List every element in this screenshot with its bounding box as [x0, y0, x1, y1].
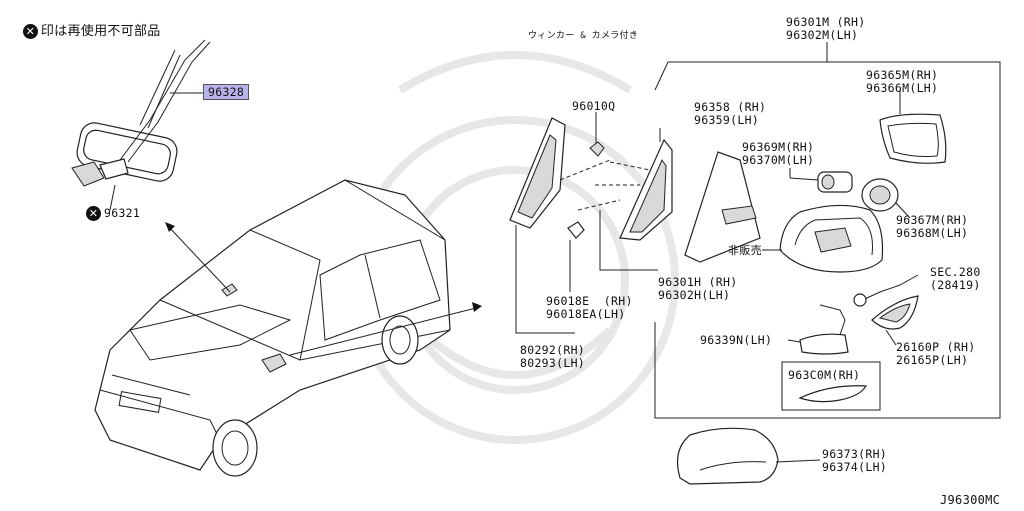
- part-label-963C0M[interactable]: 963C0M(RH): [788, 368, 861, 382]
- x-circle-icon: ✕: [86, 206, 101, 221]
- turn-signal-lamp: [871, 295, 919, 330]
- mirror-housing: [779, 204, 884, 273]
- leader-80292: [515, 225, 575, 334]
- mirror-motor: [817, 171, 853, 193]
- part-label-96367M[interactable]: 96367M(RH) 96368M(LH): [896, 213, 969, 240]
- part-label-26160P[interactable]: 26160P (RH) 26165P(LH): [896, 340, 976, 367]
- part-label-96369M[interactable]: 96369M(RH) 96370M(LH): [742, 140, 815, 167]
- leader-96321: [109, 184, 116, 211]
- mirror-base-parts: [509, 117, 673, 241]
- mirror-cap: [677, 427, 779, 485]
- x-circle-icon: ✕: [22, 24, 38, 39]
- part-label-96301H[interactable]: 96301H (RH) 96302H(LH): [658, 275, 738, 302]
- part-label-96018E[interactable]: 96018E (RH) 96018EA(LH): [546, 294, 633, 321]
- side-camera: [799, 304, 849, 355]
- mirror-glass: [879, 113, 947, 164]
- note-text: 印は再使用不可部品: [40, 24, 161, 39]
- leader-door-mirror-arrow: [289, 307, 477, 356]
- part-label-96339N[interactable]: 96339N(LH): [700, 333, 773, 347]
- mirror-actuator: [861, 178, 899, 212]
- part-label-96365M[interactable]: 96365M(RH) 96366M(LH): [866, 68, 939, 95]
- not-sold-label: 非販売: [728, 244, 762, 257]
- part-label-80292[interactable]: 80292(RH) 80293(LH): [520, 343, 586, 370]
- section-ref-sec280[interactable]: SEC.280 (28419): [930, 265, 981, 292]
- leader-mirror-arrow: [167, 225, 231, 293]
- figure-code: J96300MC: [940, 493, 1001, 507]
- camera-subassembly-box: [781, 361, 881, 411]
- part-label-96301M[interactable]: 96301M (RH) 96302M(LH): [786, 15, 866, 42]
- watermark-emblem: [351, 51, 679, 444]
- assembly-bracket: [654, 42, 1001, 419]
- wire-harness: [857, 274, 919, 303]
- part-label-96328[interactable]: 96328: [203, 84, 250, 100]
- part-label-96321[interactable]: ✕96321: [86, 206, 140, 221]
- not-reusable-note: ✕印は再使用不可部品: [14, 11, 161, 39]
- header-note: ウィンカー & カメラ付き: [528, 31, 639, 41]
- vehicle-illustration: [94, 179, 451, 477]
- rear-view-mirror: [71, 39, 211, 187]
- part-label-96010Q[interactable]: 96010Q: [572, 99, 616, 113]
- mirror-base-cover: [684, 151, 761, 263]
- part-label-96373[interactable]: 96373(RH) 96374(LH): [822, 447, 888, 474]
- part-label-96358[interactable]: 96358 (RH) 96359(LH): [694, 100, 767, 127]
